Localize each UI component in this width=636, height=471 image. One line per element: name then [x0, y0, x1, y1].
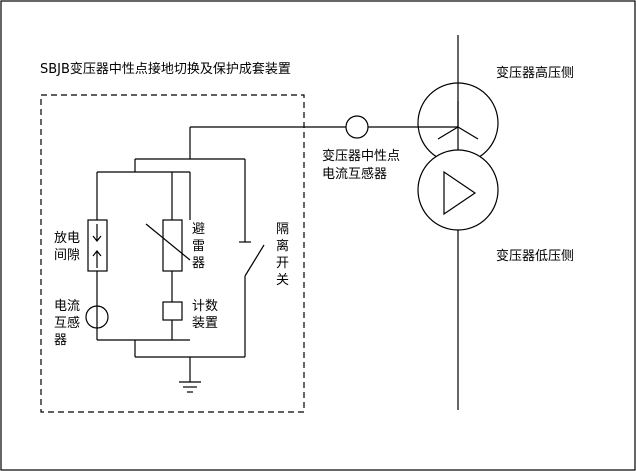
- disconnector-label-3: 开: [276, 256, 289, 271]
- ct-label-1: 电流: [54, 299, 80, 314]
- neutral-ct-label-2: 电流互感器: [322, 166, 387, 182]
- counter-label-2: 装置: [192, 316, 218, 331]
- device-dashed-box: [40, 94, 305, 413]
- switch-blade: [244, 244, 265, 277]
- spark-gap-label-2: 间隙: [54, 248, 80, 263]
- neutral-ct-label-1: 变压器中性点: [322, 148, 400, 164]
- arrester-diagonal: [145, 223, 191, 261]
- disconnector-label-1: 隔: [276, 222, 289, 237]
- disconnector-label-2: 离: [276, 238, 289, 254]
- delta-symbol: [443, 170, 477, 216]
- arrester-label-2: 雷: [192, 239, 205, 254]
- lv-side-label: 变压器低压侧: [496, 248, 574, 264]
- arrester-label-1: 避: [192, 222, 205, 237]
- spark-gap-label-1: 放电: [54, 231, 80, 246]
- counter-label-1: 计数: [192, 299, 218, 314]
- counter-box: [162, 301, 183, 321]
- neutral-ct-circle: [345, 115, 369, 139]
- wye-symbol-right: [457, 126, 479, 140]
- device-title: SBJB变压器中性点接地切换及保护成套装置: [40, 61, 291, 77]
- ct-label-2: 互感: [54, 315, 80, 331]
- ct-label-3: 器: [54, 333, 67, 348]
- hv-side-label: 变压器高压侧: [496, 65, 574, 81]
- disconnector-label-4: 关: [276, 273, 289, 288]
- arrester-label-3: 器: [192, 256, 205, 271]
- wye-symbol-left: [437, 126, 459, 140]
- lv-winding-circle: [417, 149, 499, 231]
